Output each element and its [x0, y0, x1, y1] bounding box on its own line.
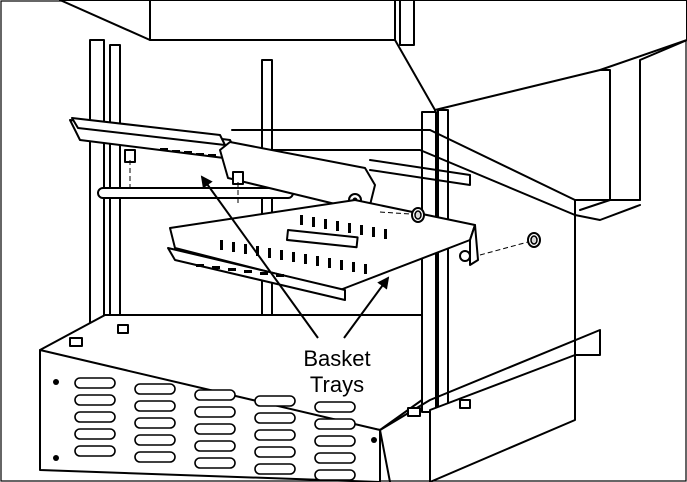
- callout-arrow-upper: [200, 175, 319, 339]
- vent-louvers: [74, 377, 356, 481]
- callout-arrow-lower: [343, 276, 390, 339]
- lower-basket-tray: [167, 199, 479, 301]
- label-line-1: Basket: [303, 346, 371, 371]
- upper-basket-tray: [69, 117, 376, 211]
- upper-cabinet: [59, 0, 687, 211]
- label-line-2: Trays: [309, 372, 365, 397]
- mounting-pins: [129, 160, 541, 256]
- back-wall: [231, 129, 641, 356]
- basket-trays-label: Basket Trays: [282, 346, 392, 398]
- cross-bar: [97, 187, 294, 199]
- right-posts: [421, 109, 449, 416]
